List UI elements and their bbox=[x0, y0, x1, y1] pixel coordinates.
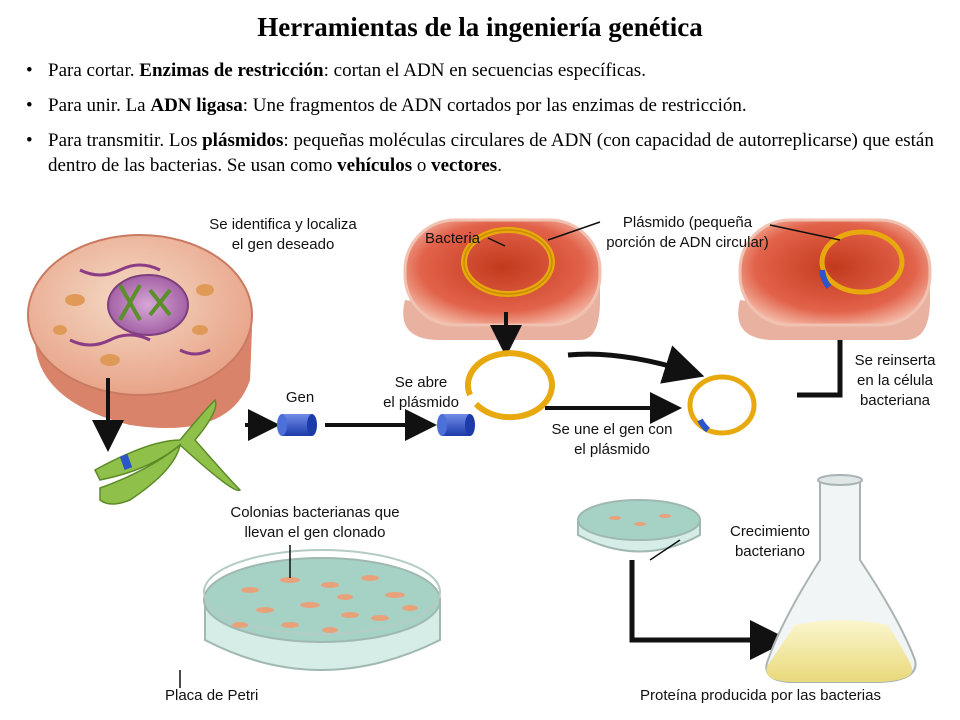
bullet-text: o bbox=[412, 155, 432, 176]
bullet-text: : cortan el ADN en secuencias específica… bbox=[323, 60, 646, 81]
label-line: Se une el gen con bbox=[551, 421, 673, 438]
label-identify-gene: Se identifica y localiza el gen deseado bbox=[188, 215, 378, 255]
gene-cylinder bbox=[277, 414, 317, 436]
bullet-text: : Une fragmentos de ADN cortados por las… bbox=[242, 95, 747, 116]
erlenmeyer-flask bbox=[765, 474, 917, 683]
bacteria-pointer bbox=[487, 237, 506, 247]
label-line: Se identifica y localiza bbox=[209, 216, 357, 233]
plasmid-pointer-2 bbox=[769, 224, 841, 241]
label-open-plasmid: Se abre el plásmido bbox=[366, 373, 476, 413]
bullet-text: . bbox=[497, 155, 502, 176]
label-petri: Placa de Petri bbox=[165, 687, 259, 704]
bullet-transmitir: • Para transmitir. Los plásmidos: pequeñ… bbox=[26, 128, 946, 178]
recombinant-plasmid bbox=[687, 374, 757, 436]
bullet-list: • Para cortar. Enzimas de restricción: c… bbox=[26, 58, 946, 188]
opened-plasmid bbox=[465, 350, 555, 421]
slide-title: Herramientas de la ingeniería genética bbox=[257, 12, 703, 42]
label-line: Plásmido (pequeña bbox=[622, 214, 753, 231]
bullet-text: Para transmitir. Los bbox=[48, 130, 203, 151]
bullet-bold: vectores bbox=[431, 155, 498, 176]
label-line: Crecimiento bbox=[729, 523, 811, 540]
bullet-bold: vehículos bbox=[337, 155, 413, 176]
arrow-plasmid-to-recombinant bbox=[567, 345, 705, 384]
petri-dish-colonies bbox=[203, 549, 441, 671]
bullet-bold: ADN ligasa bbox=[150, 95, 243, 116]
label-line: Se reinserta bbox=[854, 352, 936, 369]
bullet-text: Para unir. La bbox=[48, 95, 151, 116]
bullet-dot: • bbox=[26, 60, 33, 81]
label-line: el plásmido bbox=[574, 441, 650, 458]
label-bacteria: Bacteria bbox=[425, 230, 481, 247]
label-line: Colonias bacterianas que bbox=[230, 504, 400, 521]
gene-cylinder-2 bbox=[437, 414, 475, 436]
label-line: Se abre bbox=[394, 374, 448, 391]
label-reinsert: Se reinserta en la célula bacteriana bbox=[845, 351, 945, 411]
label-protein: Proteína producida por las bacterias bbox=[640, 687, 881, 704]
eukaryotic-cell bbox=[27, 234, 253, 428]
plasmid-pointer-1 bbox=[547, 221, 601, 241]
chromosome bbox=[94, 398, 242, 505]
arrow-culture-to-flask bbox=[629, 560, 790, 660]
bullet-bold: plásmidos bbox=[202, 130, 284, 151]
petri-dish-small bbox=[577, 499, 701, 553]
label-line: bacteriana bbox=[859, 392, 931, 409]
bullet-cortar: • Para cortar. Enzimas de restricción: c… bbox=[26, 58, 946, 83]
label-join-gene: Se une el gen con el plásmido bbox=[542, 420, 682, 460]
label-line: porción de ADN circular) bbox=[606, 234, 769, 251]
label-line: en la célula bbox=[857, 372, 933, 389]
label-plasmid: Plásmido (pequeña porción de ADN circula… bbox=[595, 213, 780, 253]
label-gene: Gen bbox=[285, 389, 315, 406]
label-line: el gen deseado bbox=[231, 236, 335, 253]
bullet-text: : pequeñas moléculas circulares de ADN (… bbox=[48, 130, 934, 176]
bullet-unir: • Para unir. La ADN ligasa: Une fragment… bbox=[26, 93, 946, 118]
label-line: llevan el gen clonado bbox=[244, 524, 386, 541]
bullet-dot: • bbox=[26, 130, 33, 151]
growth-pointer bbox=[649, 539, 681, 561]
bacterium-2 bbox=[738, 218, 932, 340]
bullet-text: Para cortar. bbox=[48, 60, 140, 81]
label-growth: Crecimiento bacteriano bbox=[715, 522, 825, 562]
bullet-dot: • bbox=[26, 95, 33, 116]
label-colonies: Colonias bacterianas que llevan el gen c… bbox=[215, 503, 415, 543]
label-line: el plásmido bbox=[383, 394, 459, 411]
bullet-bold: Enzimas de restricción bbox=[139, 60, 324, 81]
label-line: bacteriano bbox=[734, 543, 806, 560]
